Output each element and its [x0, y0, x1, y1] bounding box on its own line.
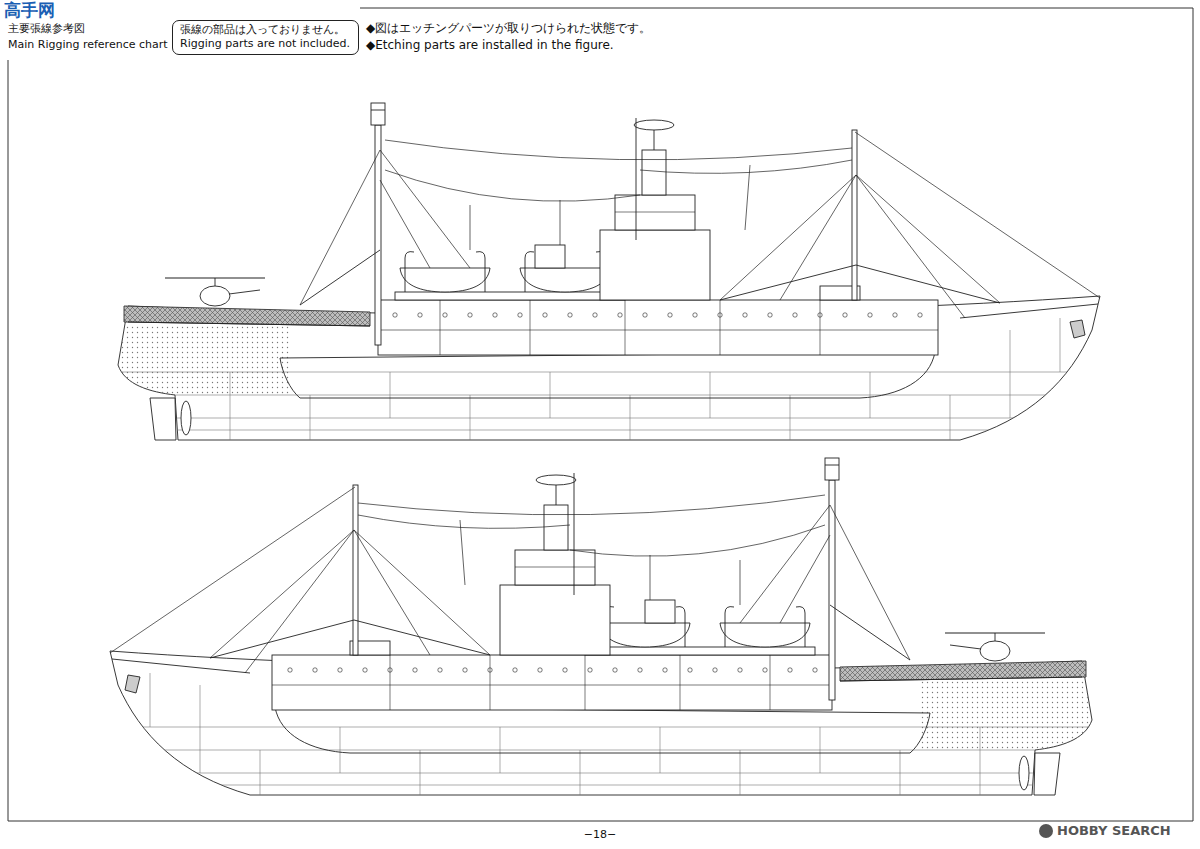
note-text: ◆Etching parts are installed in the figu… — [366, 38, 614, 53]
watermark: HOBBY SEARCH — [1057, 823, 1171, 839]
chart-subtitle: Main Rigging reference chart — [8, 38, 168, 52]
note-text: 張線の部品は入っておりません。 — [180, 23, 351, 37]
note-box: 張線の部品は入っておりません。Rigging parts are not inc… — [172, 20, 359, 55]
ship-profile — [110, 103, 1110, 440]
ship-profile — [100, 458, 1100, 795]
page-number: −18− — [584, 828, 616, 842]
chart-title: 主要張線参考図 — [8, 22, 85, 36]
watermark-logo — [1039, 824, 1053, 838]
note-text: ◆図はエッチングパーツが取りつけられた状態です。 — [366, 21, 651, 36]
page-frame — [8, 8, 1193, 821]
note-text: Rigging parts are not included. — [180, 37, 351, 51]
watermark: 高手网 — [4, 0, 55, 21]
